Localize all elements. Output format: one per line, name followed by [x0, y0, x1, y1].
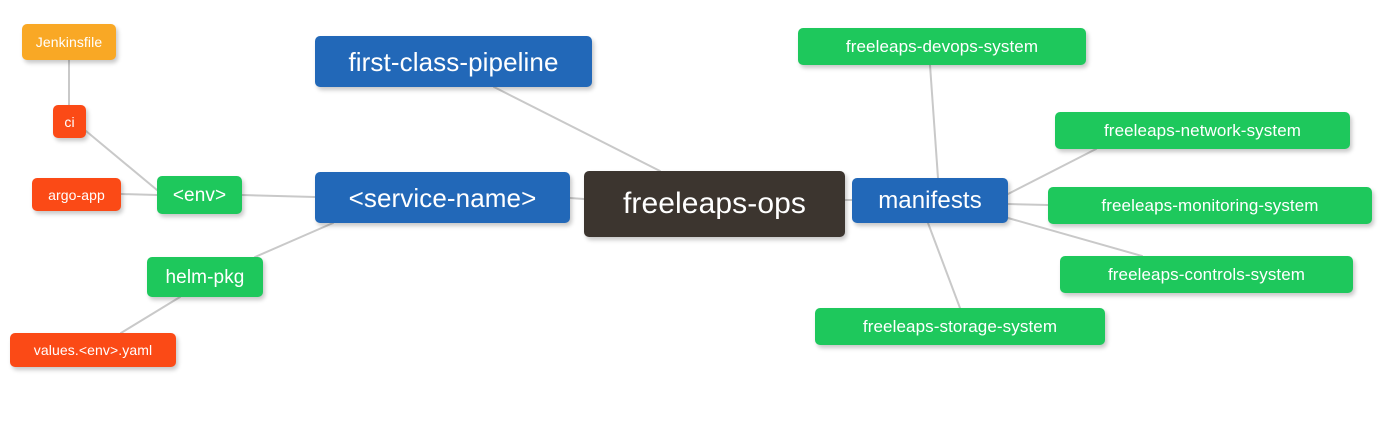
- node-service-name[interactable]: <service-name>: [315, 172, 570, 223]
- edge-manifests-to-storage-system: [927, 222, 961, 309]
- node-label: helm-pkg: [165, 266, 245, 288]
- node-monitoring-system[interactable]: freeleaps-monitoring-system: [1048, 187, 1372, 224]
- node-network-system[interactable]: freeleaps-network-system: [1055, 112, 1350, 149]
- node-label: freeleaps-controls-system: [1107, 265, 1306, 284]
- node-jenkinsfile[interactable]: Jenkinsfile: [22, 24, 116, 60]
- node-storage-system[interactable]: freeleaps-storage-system: [815, 308, 1105, 345]
- node-freeleaps-ops[interactable]: freeleaps-ops: [584, 171, 845, 237]
- node-helm-pkg[interactable]: helm-pkg: [147, 257, 263, 297]
- node-label: freeleaps-ops: [622, 187, 807, 220]
- edge-env-to-service-name: [241, 194, 316, 198]
- node-values-yaml[interactable]: values.<env>.yaml: [10, 333, 176, 367]
- edge-manifests-to-monitoring-system: [1007, 203, 1049, 206]
- node-env[interactable]: <env>: [157, 176, 242, 214]
- edge-argo-app-to-env: [120, 193, 158, 196]
- node-label: manifests: [878, 186, 982, 214]
- node-manifests[interactable]: manifests: [852, 178, 1008, 223]
- edge-manifests-to-devops-system: [929, 64, 939, 179]
- node-label: values.<env>.yaml: [33, 342, 153, 358]
- node-label: <env>: [172, 184, 227, 206]
- node-devops-system[interactable]: freeleaps-devops-system: [798, 28, 1086, 65]
- node-label: argo-app: [48, 186, 105, 203]
- node-label: freeleaps-monitoring-system: [1101, 196, 1319, 215]
- node-label: Jenkinsfile: [35, 34, 103, 50]
- edge-service-name-to-freeleaps-ops: [569, 197, 585, 200]
- node-label: ci: [64, 113, 75, 130]
- node-controls-system[interactable]: freeleaps-controls-system: [1060, 256, 1353, 293]
- node-label: freeleaps-devops-system: [845, 37, 1039, 56]
- node-label: first-class-pipeline: [348, 46, 559, 77]
- edge-helm-pkg-to-service-name: [254, 222, 334, 258]
- node-argo-app[interactable]: argo-app: [32, 178, 121, 211]
- edge-first-class-pipeline-to-freeleaps-ops: [493, 86, 661, 172]
- node-label: freeleaps-network-system: [1103, 121, 1302, 140]
- edge-values-yaml-to-helm-pkg: [120, 296, 181, 334]
- node-label: <service-name>: [348, 182, 537, 213]
- node-first-class-pipeline[interactable]: first-class-pipeline: [315, 36, 592, 87]
- node-label: freeleaps-storage-system: [862, 317, 1058, 336]
- node-ci[interactable]: ci: [53, 105, 86, 138]
